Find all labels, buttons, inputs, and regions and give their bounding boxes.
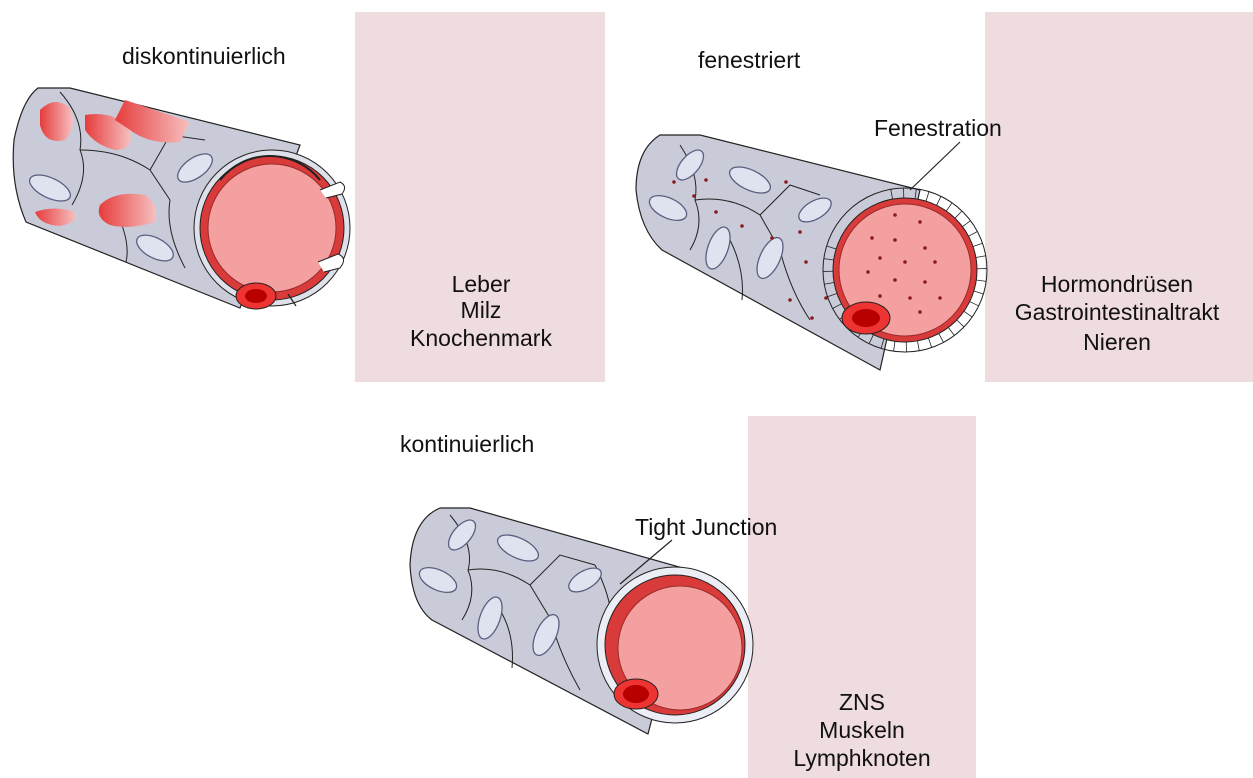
fenestration-tick xyxy=(955,211,962,218)
fenestra-dot xyxy=(893,213,897,217)
organ-nieren: Nieren xyxy=(1083,329,1151,355)
panel-title-fenestrated: fenestriert xyxy=(698,47,801,73)
fenestra-dot xyxy=(810,316,814,320)
fenestra-dot xyxy=(770,236,774,240)
organ-knochenmark: Knochenmark xyxy=(410,325,552,351)
organ-muskeln: Muskeln xyxy=(819,717,905,743)
organ-lymphknoten: Lymphknoten xyxy=(793,745,930,771)
fenestration-tick xyxy=(946,203,952,211)
callout-fenestration: Fenestration xyxy=(874,115,1002,141)
fenestra-dot xyxy=(893,278,897,282)
fenestra-dot xyxy=(903,260,907,264)
panel-title-continuous: kontinuierlich xyxy=(400,431,534,457)
fenestration-tick xyxy=(894,341,895,351)
fenestration-tick xyxy=(969,232,978,237)
fenestration-tick xyxy=(970,302,979,306)
discontinuous-capillary xyxy=(13,88,350,309)
continuous-capillary xyxy=(410,508,753,734)
fenestration-tick xyxy=(963,221,971,227)
organ-hormondruesen: Hormondrüsen xyxy=(1041,271,1193,297)
fenestration-tick xyxy=(937,196,941,205)
fenestra-dot xyxy=(933,260,937,264)
fenestra-dot xyxy=(923,246,927,250)
fenestra-dot xyxy=(870,236,874,240)
fenestra-dot xyxy=(878,256,882,260)
panel-title-discontinuous: diskontinuierlich xyxy=(122,43,286,69)
fenestra-dot xyxy=(918,220,922,224)
fenestration-tick xyxy=(976,256,986,258)
fenestra-dot xyxy=(866,270,870,274)
fenestra-dot xyxy=(740,224,744,228)
organ-zns: ZNS xyxy=(839,689,885,715)
fenestra-dot xyxy=(714,210,718,214)
fenestra-dot xyxy=(692,194,696,198)
fenestra-dot xyxy=(704,178,708,182)
fenestra-dot xyxy=(804,260,808,264)
organ-leber: Leber xyxy=(452,271,511,297)
fenestration-tick xyxy=(957,320,964,327)
fenestration-tick xyxy=(976,280,986,281)
fenestration-tick xyxy=(964,311,972,317)
organ-panel-fenestrated xyxy=(985,12,1253,382)
fenestra-dot xyxy=(878,294,882,298)
fenestra-dot xyxy=(798,230,802,234)
fenestra-dot xyxy=(788,298,792,302)
fenestration-tick xyxy=(928,338,931,347)
organ-milz: Milz xyxy=(461,297,502,323)
fenestra-dot xyxy=(918,310,922,314)
fenestrated-capillary xyxy=(636,135,987,370)
fenestra-dot xyxy=(908,296,912,300)
callout-tight-junction: Tight Junction xyxy=(635,514,777,540)
fenestra-dot xyxy=(893,238,897,242)
fenestra-dot xyxy=(784,180,788,184)
fenestra-dot xyxy=(938,296,942,300)
organ-gastrointestinaltrakt: Gastrointestinaltrakt xyxy=(1015,299,1220,325)
fenestration-tick xyxy=(948,328,954,336)
fenestra-dot xyxy=(923,280,927,284)
fenestration-tick xyxy=(974,291,984,294)
fenestration-tick xyxy=(918,341,920,351)
fenestration-tick xyxy=(926,192,929,202)
fenestration-tick xyxy=(973,243,982,246)
fenestra-dot xyxy=(672,180,676,184)
fenestration-tick xyxy=(939,334,944,343)
